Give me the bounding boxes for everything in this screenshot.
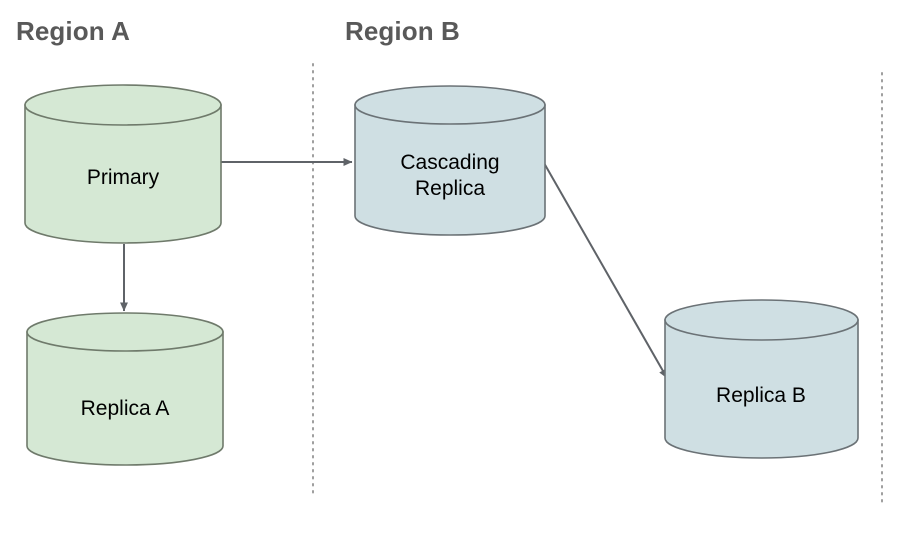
cylinder-top [24, 84, 222, 126]
cylinder-body [26, 331, 224, 466]
region-title-b: Region B [345, 16, 460, 46]
cylinder-body [354, 104, 546, 236]
connector-cascading-replica-to-replica-b [543, 162, 668, 379]
node-label-replica-b: Replica B [716, 384, 806, 407]
node-label-primary: Primary [86, 166, 160, 189]
database-cylinder-replica-a[interactable] [26, 312, 224, 466]
node-label-cascading-replica: Cascading Replica [400, 151, 500, 200]
region-title-a: Region A [16, 16, 130, 46]
cylinder-top [354, 85, 546, 125]
cylinder-body [24, 104, 222, 244]
node-label-replica-a: Replica A [80, 397, 170, 420]
database-cylinder-cascading-replica[interactable] [354, 85, 546, 236]
database-cylinder-replica-b[interactable] [664, 299, 859, 459]
cylinder-body [664, 319, 859, 459]
cylinder-top [26, 312, 224, 352]
cylinder-top [664, 299, 859, 341]
database-cylinder-primary[interactable] [24, 84, 222, 244]
